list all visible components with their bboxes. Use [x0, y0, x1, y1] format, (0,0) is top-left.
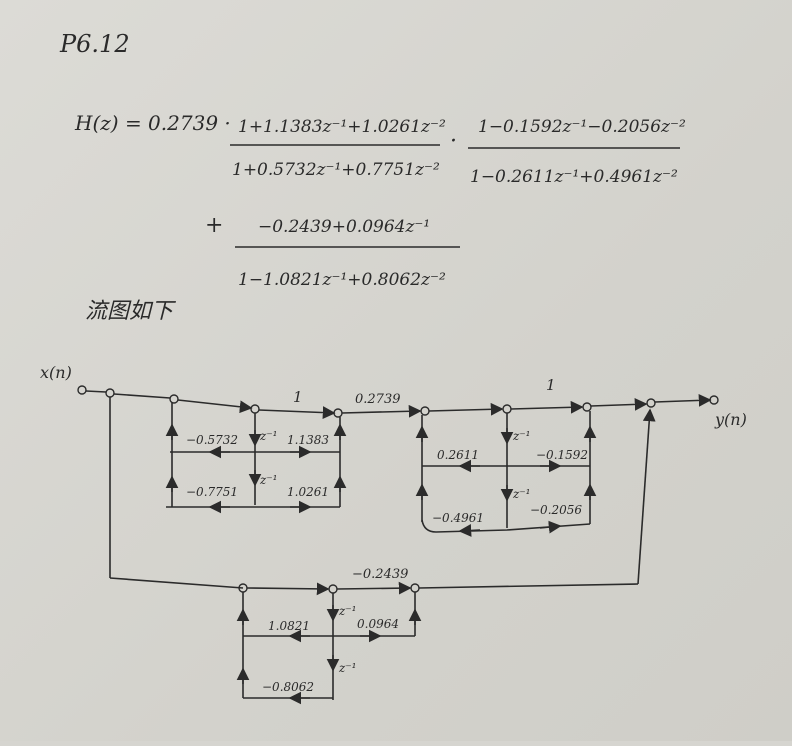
wire-out: [654, 394, 712, 407]
s2-ff1-coef: −0.1592: [536, 448, 588, 462]
s3-fb1-coef: 1.0821: [268, 619, 310, 633]
gain-section1-label: 1: [293, 388, 303, 406]
s2-sum-node: [420, 406, 430, 416]
s2-ff2-coef: −0.2056: [530, 503, 582, 517]
wire-mid: [341, 404, 422, 418]
s3-delay1-label: z⁻¹: [338, 604, 356, 618]
s2-delay1-label: z⁻¹: [512, 429, 530, 443]
s2-out-node: [582, 402, 592, 412]
parallel-up-rail: [637, 408, 656, 585]
s3-delay-node: [328, 584, 338, 594]
wire-s3-b: [336, 581, 412, 595]
wire-s1-b: [258, 406, 336, 419]
input-node: [77, 385, 87, 395]
wire-s2-a: [428, 402, 504, 416]
s1-delay2-label: z⁻¹: [259, 473, 277, 487]
s1-out-node: [333, 408, 343, 418]
wire-s2-b: [510, 400, 584, 414]
s2-fb1-coef: 0.2611: [437, 448, 479, 462]
wire-b1: [113, 393, 171, 399]
s3-ff1-coef: 0.0964: [357, 617, 399, 631]
gain-section2-label: 1: [546, 376, 556, 394]
s3-delay2-label: z⁻¹: [338, 661, 356, 675]
gain-mid-label: 0.2739: [355, 392, 401, 407]
caption: 流图如下: [85, 299, 177, 324]
parallel-in-wire: [109, 577, 244, 589]
frac2-numerator: 1−0.1592z⁻¹−0.2056z⁻²: [478, 117, 686, 137]
problem-title: P6.12: [59, 30, 130, 58]
s2-fb2-coef: −0.4961: [432, 511, 484, 525]
s2-delay2-label: z⁻¹: [512, 487, 530, 501]
s1-delay-node: [250, 404, 260, 414]
frac1-denominator: 1+0.5732z⁻¹+0.7751z⁻²: [232, 160, 440, 180]
wire-s2-c: [590, 398, 648, 411]
frac2-denominator: 1−0.2611z⁻¹+0.4961z⁻²: [470, 167, 678, 187]
wire-s1-a: [177, 399, 253, 414]
frac1-numerator: 1+1.1383z⁻¹+1.0261z⁻²: [238, 117, 446, 137]
s2-row2: [421, 519, 591, 533]
s3-out-node: [410, 583, 420, 593]
input-label: x(n): [40, 363, 72, 382]
frac3-numerator: −0.2439+0.0964z⁻¹: [258, 217, 430, 237]
output-label: y(n): [714, 410, 747, 429]
s2-delay-node: [502, 404, 512, 414]
output-node: [709, 395, 719, 405]
s1-delay1-label: z⁻¹: [259, 429, 277, 443]
wire-in: [85, 390, 107, 393]
wire-s3-a: [246, 582, 330, 596]
s1-ff2-coef: 1.0261: [287, 485, 329, 499]
s1-ff1-coef: 1.1383: [287, 433, 329, 447]
branch-node: [105, 388, 115, 398]
gain-parallel-label: −0.2439: [352, 567, 408, 582]
equation-lhs: H(z) = 0.2739 ·: [74, 111, 231, 135]
s3-fb2-coef: −0.8062: [262, 680, 314, 694]
multiply-dot: ·: [450, 129, 457, 154]
s1-fb1-coef: −0.5732: [186, 433, 238, 447]
frac3-denominator: 1−1.0821z⁻¹+0.8062z⁻²: [238, 270, 446, 290]
output-sum-node: [646, 398, 656, 408]
s1-sum-node: [169, 394, 179, 404]
parallel-out-wire: [418, 583, 639, 589]
plus-sign: +: [205, 213, 223, 238]
s1-fb2-coef: −0.7751: [186, 485, 238, 499]
